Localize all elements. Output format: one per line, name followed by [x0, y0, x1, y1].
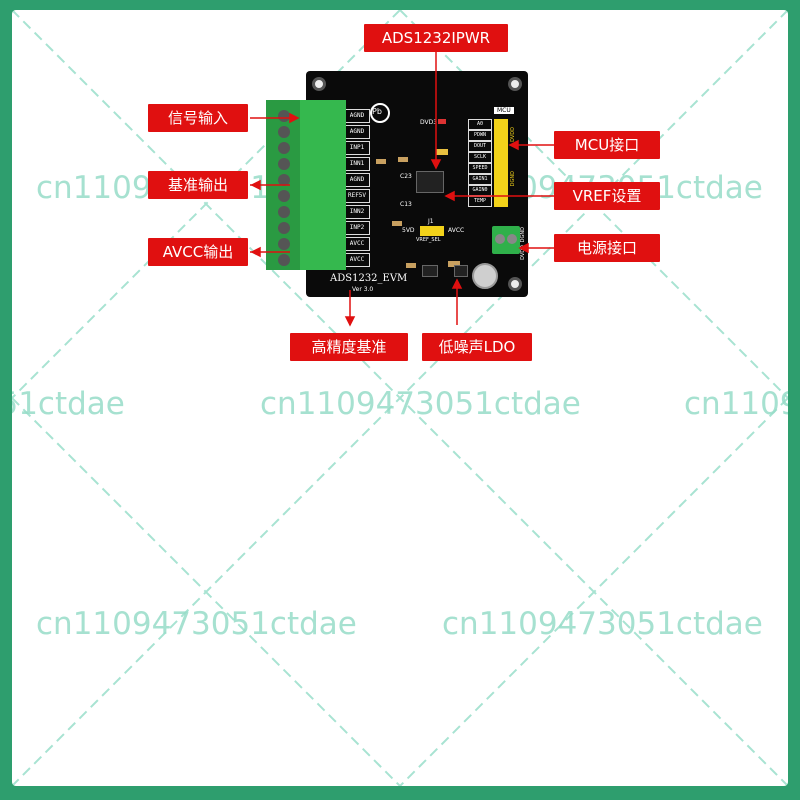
mounting-hole-icon [508, 77, 522, 91]
callout-power-interface: 电源接口 [554, 234, 660, 262]
watermark-text: cn1109473051ctdae [684, 386, 788, 422]
watermark-text: cn1109473051ctdae [12, 386, 125, 422]
pin-label: AGND [344, 125, 370, 139]
cap-label: C23 [400, 173, 412, 180]
pb-free-label: Pb [372, 107, 382, 116]
power-terminal[interactable] [492, 226, 520, 254]
vref-sel-label: VREF_SEL [416, 237, 441, 243]
header-side-label-dgnd: DGND [510, 171, 516, 187]
callout-high-precision-ref: 高精度基准 [290, 333, 408, 361]
mcu-pin-label: PDWN [468, 130, 492, 141]
board-title: ADS1232_EVM [330, 273, 408, 284]
screw-icon [278, 158, 290, 170]
pin-label: AGND [344, 109, 370, 123]
mounting-hole-icon [508, 277, 522, 291]
screw-icon [495, 234, 505, 244]
power-label-dgnd: DGND [520, 227, 526, 243]
smd-component [448, 261, 460, 267]
mcu-pin-label: TEMP [468, 196, 492, 207]
mcu-pin-label: A0 [468, 119, 492, 130]
callout-vref-setting: VREF设置 [554, 182, 660, 210]
jumper-right-label: AVCC [448, 227, 465, 234]
cap-label: C13 [400, 201, 412, 208]
ads1232-chip [416, 171, 444, 193]
header-side-label-dvdd: DVDD [510, 127, 516, 142]
screw-icon [278, 238, 290, 250]
board-version: Ver 3.0 [352, 286, 374, 293]
watermark-text: cn1109473051ctdae [36, 606, 357, 642]
callout-chip: ADS1232IPWR [364, 24, 508, 52]
pin-label: AVCC [344, 253, 370, 267]
mcu-pin-label: SCLK [468, 152, 492, 163]
terminal-body-right [300, 100, 346, 270]
ldo-chip [454, 265, 468, 277]
callout-mcu-interface: MCU接口 [554, 131, 660, 159]
smd-component [436, 149, 448, 155]
mcu-pin-header[interactable] [494, 119, 508, 207]
jumper-left-label: 5VD [402, 227, 415, 234]
pb-free-mark [370, 103, 390, 123]
jumper-j1[interactable] [420, 226, 444, 236]
pin-label: AVCC [344, 237, 370, 251]
smd-component [406, 263, 416, 268]
screw-icon [278, 254, 290, 266]
voltage-reference-chip [422, 265, 438, 277]
screw-icon [278, 206, 290, 218]
screw-icon [278, 174, 290, 186]
callout-low-noise-ldo: 低噪声LDO [422, 333, 532, 361]
callout-avcc-output: AVCC输出 [148, 238, 248, 266]
electrolytic-capacitor [472, 263, 498, 289]
pin-label: INP1 [344, 141, 370, 155]
screw-terminal-block[interactable] [266, 100, 346, 270]
power-label-dvdd: DVDD [520, 245, 526, 260]
jumper-name-label: J1 [428, 218, 434, 225]
led-label: DVD3 [420, 119, 438, 126]
watermark-text: cn1109473051ctdae [260, 386, 581, 422]
screw-icon [278, 142, 290, 154]
screw-icon [278, 190, 290, 202]
mcu-pin-label: DOUT [468, 141, 492, 152]
pin-label: REF5V [344, 189, 370, 203]
smd-component [392, 221, 402, 226]
mcu-pin-label: GAIN1 [468, 174, 492, 185]
screw-icon [278, 110, 290, 122]
mcu-pin-label: SPEED [468, 163, 492, 174]
led-icon [438, 119, 446, 124]
pin-label: INP2 [344, 221, 370, 235]
callout-reference-output: 基准输出 [148, 171, 248, 199]
screw-icon [278, 222, 290, 234]
pin-label: AGND [344, 173, 370, 187]
pin-label: INN2 [344, 205, 370, 219]
mcu-header-title: MCU [494, 107, 514, 114]
mounting-hole-icon [312, 77, 326, 91]
watermark-text: cn1109473051ctdae [442, 606, 763, 642]
screw-icon [278, 126, 290, 138]
smd-component [398, 157, 408, 162]
screw-icon [507, 234, 517, 244]
mcu-pin-label: GAIN0 [468, 185, 492, 196]
callout-signal-input: 信号输入 [148, 104, 248, 132]
pin-label: INN1 [344, 157, 370, 171]
smd-component [376, 159, 386, 164]
